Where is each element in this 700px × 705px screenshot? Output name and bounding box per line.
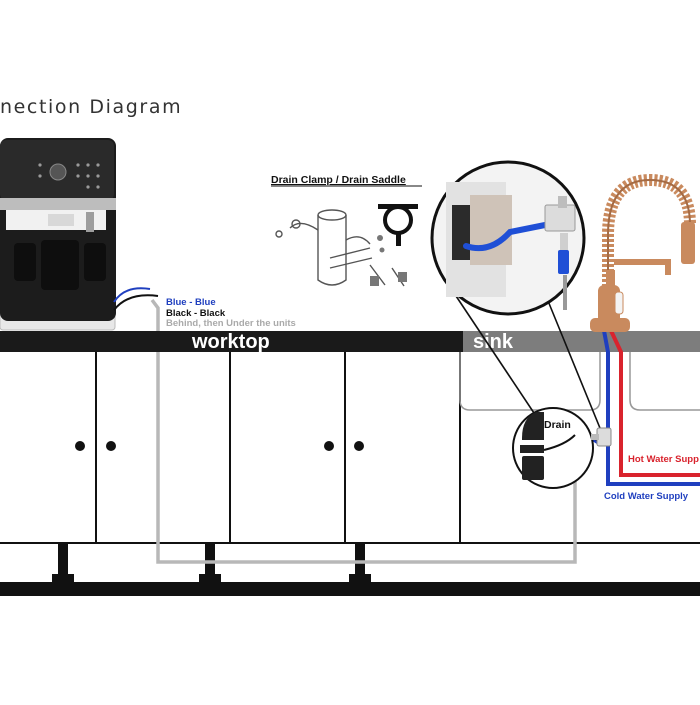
cold-water-label: Cold Water Supply bbox=[604, 491, 689, 502]
cabinet-knobs bbox=[75, 441, 364, 451]
hot-water-pipe bbox=[604, 319, 700, 477]
sink-bar bbox=[463, 331, 700, 352]
sink-basin bbox=[459, 352, 700, 411]
water-dispenser-icon bbox=[0, 138, 116, 331]
drain-label: Drain bbox=[544, 419, 571, 431]
wire-route-note: Behind, then Under the units bbox=[166, 318, 296, 329]
plinth bbox=[0, 543, 700, 596]
drain-clamp-title: Drain Clamp / Drain Saddle bbox=[271, 174, 406, 186]
base-cabinets bbox=[0, 352, 700, 544]
wire-label-black: Black - Black bbox=[166, 308, 226, 319]
diagram-title: nection Diagram bbox=[0, 96, 182, 118]
cold-water-pipe bbox=[600, 319, 700, 486]
zoom-circle-icon bbox=[430, 160, 586, 316]
copper-spring-faucet-icon bbox=[590, 173, 696, 332]
wire-label-blue: Blue - Blue bbox=[166, 297, 216, 308]
worktop-bar bbox=[0, 331, 463, 352]
drain-saddle-icon bbox=[275, 209, 407, 287]
worktop-label: worktop bbox=[191, 331, 270, 353]
hot-water-label: Hot Water Supp bbox=[628, 454, 699, 465]
drain-clamp-icon bbox=[377, 204, 418, 253]
grey-tubing bbox=[150, 298, 577, 564]
supply-valve-icon bbox=[591, 427, 612, 447]
sink-label: sink bbox=[473, 331, 514, 353]
dispenser-wires bbox=[113, 287, 159, 311]
drain-detail-circle bbox=[512, 407, 594, 489]
